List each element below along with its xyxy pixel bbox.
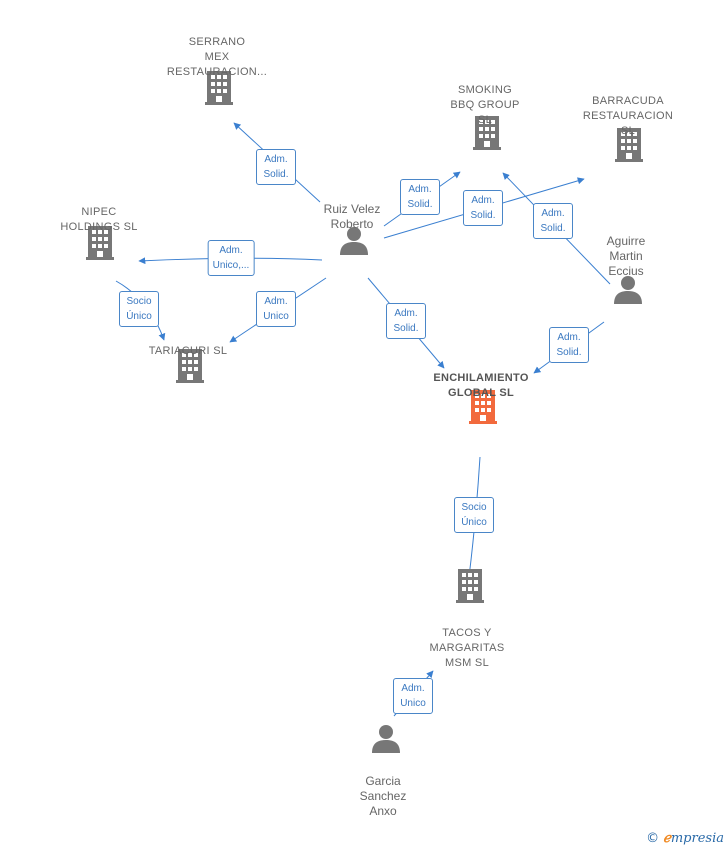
brand-name: mpresia — [670, 831, 724, 846]
edge-label-ruiz-to-barracuda[interactable]: Adm. Solid. — [463, 190, 503, 226]
node-label-barracuda[interactable]: BARRACUDA RESTAURACION SL — [582, 95, 674, 137]
node-label-tacos[interactable]: TACOS Y MARGARITAS MSM SL — [429, 627, 505, 669]
node-label-serrano[interactable]: SERRANO MEX RESTAURACION... — [166, 36, 268, 78]
brand-initial: ℯ — [663, 831, 671, 846]
empresia-brand[interactable]: ©ℯmpresia — [646, 831, 724, 846]
edge-label-garcia-to-tacos[interactable]: Adm. Unico — [393, 678, 433, 714]
building-icon-tacos[interactable] — [456, 569, 484, 603]
copyright-icon: © — [646, 831, 660, 846]
edge-label-enchilamiento-to-tacos[interactable]: Socio Único — [454, 497, 494, 533]
node-label-tariacuri[interactable]: TARIACURI SL — [148, 345, 228, 357]
edge-label-aguirre-to-smoking[interactable]: Adm. Solid. — [533, 203, 573, 239]
edge-label-nipec-to-tariacuri[interactable]: Socio Único — [119, 291, 159, 327]
node-label-garcia[interactable]: Garcia Sanchez Anxo — [359, 774, 407, 818]
edge-label-ruiz-to-serrano[interactable]: Adm. Solid. — [256, 149, 296, 185]
edge-label-aguirre-to-enchilamiento[interactable]: Adm. Solid. — [549, 327, 589, 363]
node-label-nipec[interactable]: NIPEC HOLDINGS SL — [60, 206, 138, 233]
edge-label-ruiz-to-enchilamiento[interactable]: Adm. Solid. — [386, 303, 426, 339]
edge-label-ruiz-to-nipec[interactable]: Adm. Unico,... — [207, 240, 255, 276]
person-icon-garcia[interactable] — [371, 723, 401, 753]
edge-label-ruiz-to-tariacuri[interactable]: Adm. Unico — [256, 291, 296, 327]
node-label-smoking[interactable]: SMOKING BBQ GROUP SL — [450, 84, 520, 126]
node-label-aguirre[interactable]: Aguirre Martin Eccius — [606, 234, 646, 278]
edge-label-ruiz-to-smoking[interactable]: Adm. Solid. — [400, 179, 440, 215]
node-label-ruiz[interactable]: Ruiz Velez Roberto — [323, 202, 381, 231]
node-label-enchilamiento[interactable]: ENCHILAMIENTO GLOBAL SL — [433, 372, 529, 399]
